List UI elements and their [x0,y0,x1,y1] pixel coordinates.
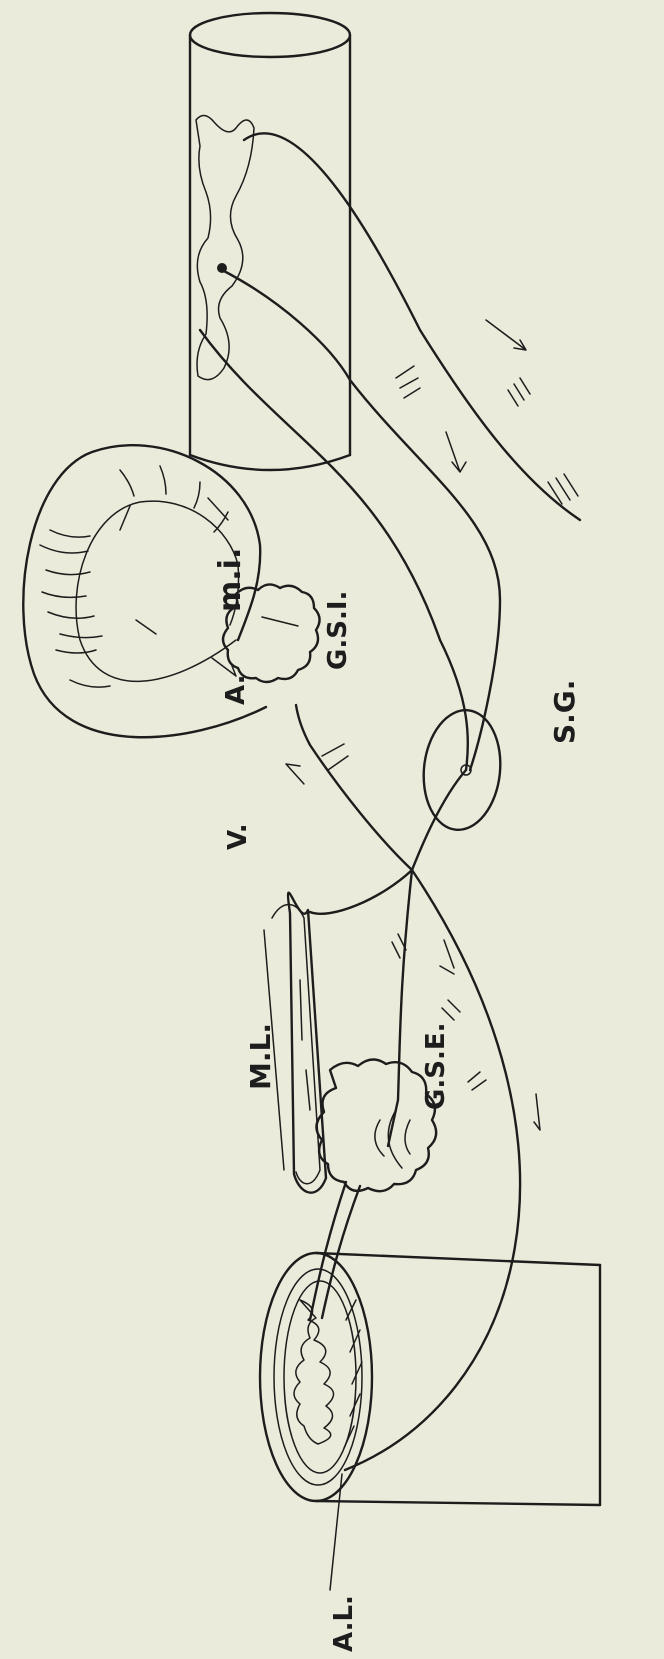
intestine-segment [260,1253,600,1590]
gland [310,1059,436,1320]
label-al: A.L. [329,1595,359,1652]
label-a: A. [221,675,251,705]
label-ml: M.L. [244,1023,277,1090]
label-mi: m.i. [213,548,248,612]
spinal-ganglion [418,706,506,833]
spinal-cord-segment [190,13,350,470]
nerve-fibres [200,133,580,1470]
label-sg: S.G. [548,680,581,744]
label-gse: G.S.E. [421,1023,451,1110]
label-gsi: G.S.I. [323,591,353,670]
label-v: V. [223,823,253,850]
